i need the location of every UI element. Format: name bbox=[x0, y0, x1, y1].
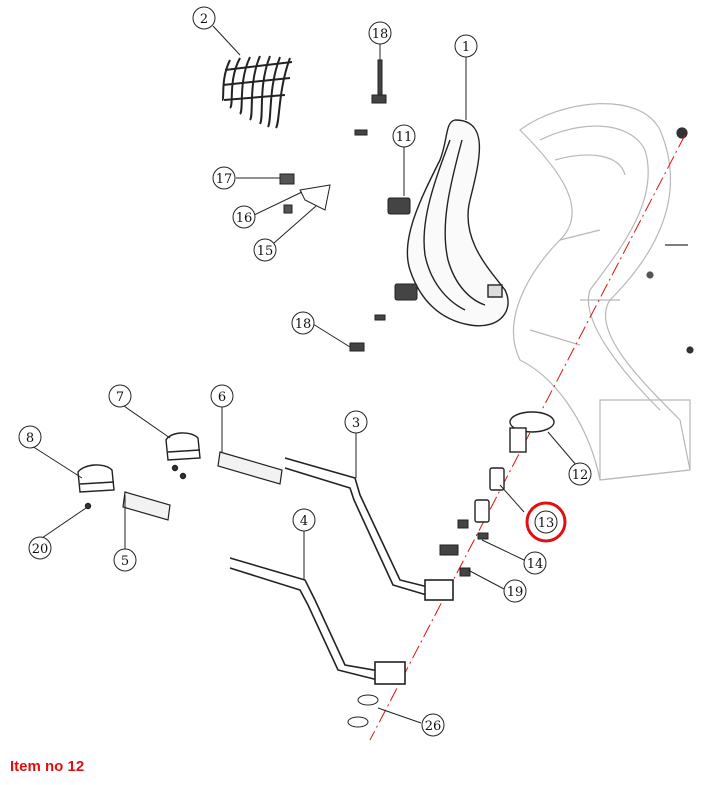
callout-c15: 15 bbox=[253, 238, 277, 262]
svg-text:8: 8 bbox=[26, 431, 34, 446]
assembly-axis-line bbox=[369, 134, 686, 740]
callout-c4: 4 bbox=[292, 508, 316, 532]
svg-text:11: 11 bbox=[396, 130, 413, 145]
svg-text:16: 16 bbox=[236, 211, 253, 226]
part-11-disc bbox=[509, 411, 555, 453]
svg-text:14: 14 bbox=[527, 557, 544, 572]
svg-text:18: 18 bbox=[295, 317, 312, 332]
svg-text:7: 7 bbox=[116, 390, 124, 405]
part-18-screws bbox=[349, 59, 387, 352]
svg-text:26: 26 bbox=[425, 719, 442, 734]
callout-c1: 1 bbox=[454, 34, 478, 58]
callout-c7: 7 bbox=[108, 384, 132, 408]
part-5-strip bbox=[122, 491, 171, 521]
svg-text:6: 6 bbox=[218, 390, 226, 405]
callout-c17: 17 bbox=[212, 166, 236, 190]
callout-c5: 5 bbox=[113, 548, 137, 572]
callout-c16: 16 bbox=[232, 205, 256, 229]
svg-text:18: 18 bbox=[372, 27, 389, 42]
callout-c12: 13 bbox=[525, 501, 567, 543]
parts-15-17-latch bbox=[279, 173, 331, 214]
part-1-arm-bracket bbox=[406, 119, 509, 327]
callout-c6: 6 bbox=[210, 384, 234, 408]
callout-c2: 2 bbox=[192, 6, 216, 30]
part-4-hanger bbox=[229, 557, 406, 685]
svg-text:13: 13 bbox=[538, 516, 555, 531]
item-caption: Item no 12 bbox=[10, 758, 85, 775]
svg-text:12: 12 bbox=[572, 468, 589, 483]
svg-text:19: 19 bbox=[507, 585, 524, 600]
callout-c14: 14 bbox=[523, 551, 547, 575]
svg-text:17: 17 bbox=[216, 172, 233, 187]
callout-c18b: 18 bbox=[291, 311, 315, 335]
svg-text:5: 5 bbox=[121, 554, 129, 569]
callout-c11: 12 bbox=[568, 462, 592, 486]
part-2-grille bbox=[221, 55, 293, 129]
callout-c20: 20 bbox=[28, 536, 52, 560]
exploded-parts-diagram: 2 1 18 11 17 16 15 18 7 6 3 8 12 4 13 20… bbox=[18, 6, 694, 740]
part-3-hanger bbox=[284, 457, 454, 601]
part-8-cap bbox=[77, 464, 115, 510]
callout-c3: 3 bbox=[344, 410, 368, 434]
part-12-bushing bbox=[474, 467, 505, 523]
svg-text:15: 15 bbox=[257, 244, 274, 259]
svg-text:3: 3 bbox=[352, 416, 360, 431]
leader-lines bbox=[31, 25, 578, 724]
frame-body bbox=[512, 103, 694, 481]
svg-text:1: 1 bbox=[462, 40, 470, 55]
axis-hardware bbox=[347, 519, 489, 728]
part-7-cap bbox=[165, 432, 201, 480]
callout-c19: 19 bbox=[503, 579, 527, 603]
callout-c8: 8 bbox=[18, 425, 42, 449]
callout-c18a: 18 bbox=[368, 21, 392, 45]
callout-c26: 26 bbox=[421, 713, 445, 737]
svg-text:4: 4 bbox=[300, 514, 308, 529]
svg-text:20: 20 bbox=[32, 542, 49, 557]
part-13-hinge bbox=[354, 129, 418, 321]
callout-c13: 11 bbox=[392, 124, 416, 148]
svg-text:2: 2 bbox=[200, 12, 208, 27]
part-6-strip bbox=[217, 451, 283, 485]
